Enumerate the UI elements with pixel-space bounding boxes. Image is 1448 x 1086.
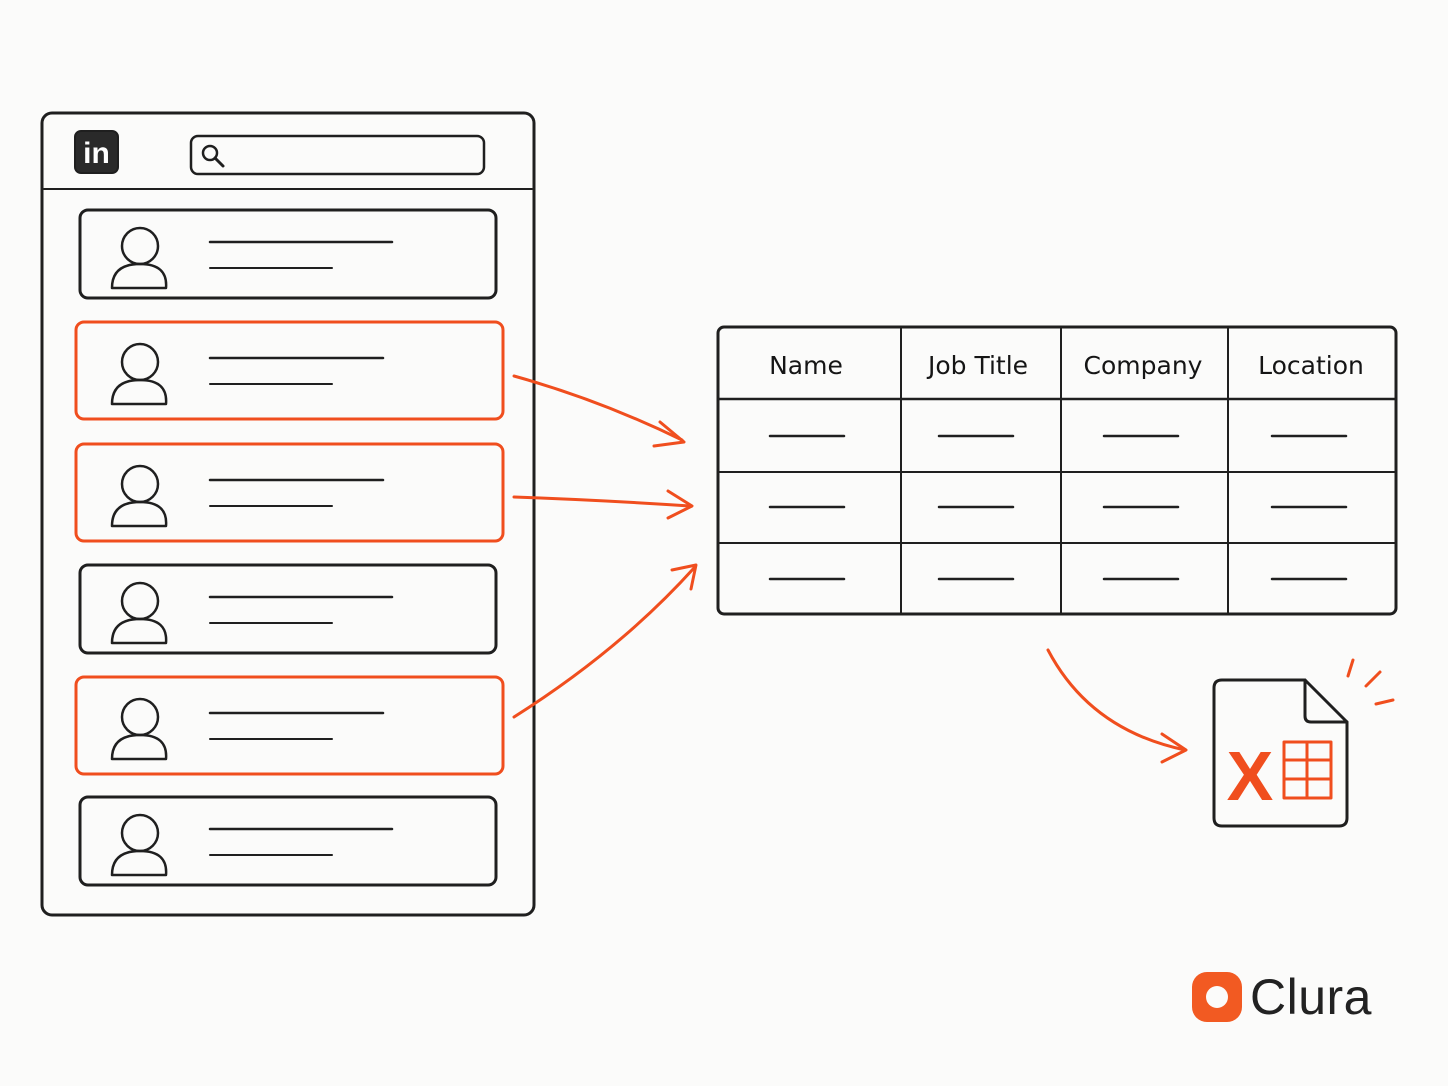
profile-card[interactable] [78,208,498,300]
clura-logo-icon [1192,972,1242,1022]
linkedin-logo-icon: in [74,130,119,174]
profile-card-border [74,320,505,421]
avatar-icon [110,342,168,406]
export-arrow [1046,648,1188,764]
profile-card-selected[interactable] [74,675,505,776]
profile-list [74,208,505,887]
table-header-job-title: Job Title [926,351,1028,380]
table-header-company: Company [1084,351,1203,380]
profile-card-selected[interactable] [74,442,505,543]
profile-card-border [78,208,498,300]
sparkle-icon [1346,658,1395,706]
arrow-to-table-1 [512,374,686,448]
extraction-arrows [512,374,698,719]
spreadsheet-grid-icon [1282,740,1333,800]
profile-card[interactable] [78,795,498,887]
brand-logo: Clura [1192,972,1372,1022]
avatar-icon [110,464,168,528]
avatar-icon [110,581,168,645]
excel-file-letter: X [1227,737,1274,815]
browser-window: in [40,111,536,917]
linkedin-logo-text: in [83,137,110,170]
brand-name: Clura [1250,969,1372,1025]
search-icon [201,144,225,168]
profile-card-border [74,675,505,776]
search-input[interactable] [189,134,486,176]
data-table: Name Job Title Company Location [716,325,1398,616]
avatar-icon [110,813,168,877]
arrow-to-table-2 [512,489,694,520]
profile-card-border [74,442,505,543]
table-header-name: Name [769,351,843,380]
profile-card-border [78,563,498,655]
avatar-icon [110,226,168,290]
avatar-icon [110,697,168,761]
profile-card[interactable] [78,563,498,655]
profile-card-selected[interactable] [74,320,505,421]
table-header-location: Location [1258,351,1364,380]
profile-card-border [78,795,498,887]
arrow-to-table-3 [512,563,698,719]
excel-file-icon: X [1212,658,1395,828]
table-body [768,434,1348,581]
